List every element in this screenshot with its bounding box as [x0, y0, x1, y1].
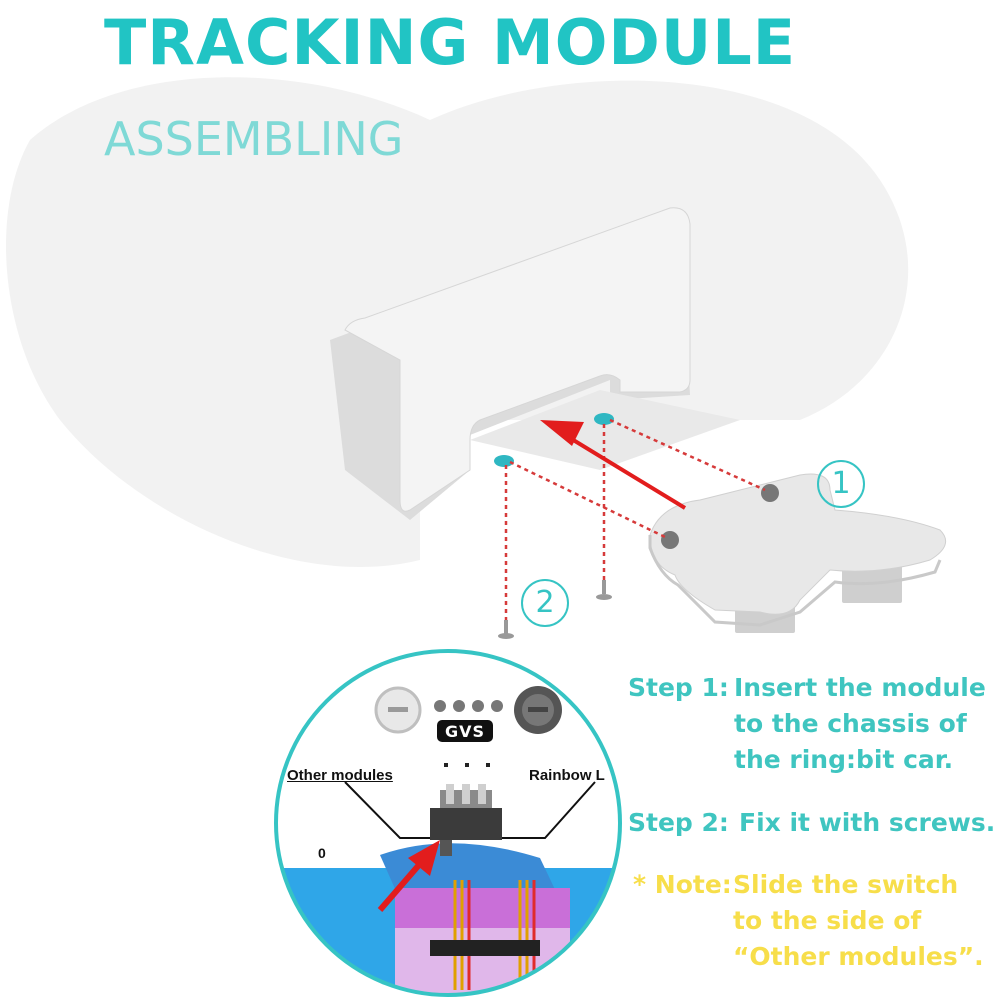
- note-label: * Note:: [633, 870, 732, 899]
- step-1-line-3: the ring:bit car.: [734, 745, 954, 774]
- rainbow-label: Rainbow L: [529, 767, 605, 784]
- pin-letters: GVS: [445, 722, 485, 741]
- step-2-text: Step 2: Fix it with screws.: [628, 805, 998, 845]
- chassis-plate: [330, 207, 740, 520]
- step-2-label: Step 2:: [628, 808, 729, 837]
- step-1-label: Step 1:: [628, 673, 729, 702]
- page-title: TRACKING MODULE: [104, 6, 797, 79]
- step-2-marker: 2: [521, 579, 569, 627]
- screws: [498, 580, 612, 639]
- note-text: * Note: Slide the switch to the side of …: [633, 867, 993, 977]
- alignment-guides: [504, 418, 766, 620]
- tracking-module: [648, 473, 947, 633]
- step-2-line-1: Fix it with screws.: [739, 808, 996, 837]
- other-modules-label: Other modules: [287, 767, 393, 784]
- step-1-text: Step 1: Insert the module to the chassis…: [628, 670, 998, 780]
- zero-label: 0: [318, 845, 326, 861]
- zoom-detail: [274, 649, 622, 997]
- insert-arrow: [540, 420, 687, 510]
- step-1-line-1: Insert the module: [734, 673, 986, 702]
- step-1-line-2: to the chassis of: [734, 709, 967, 738]
- page-subtitle: ASSEMBLING: [104, 112, 404, 166]
- note-line-2: to the side of: [733, 906, 922, 935]
- note-line-1: Slide the switch: [733, 870, 959, 899]
- note-line-3: “Other modules”.: [733, 942, 984, 971]
- step-1-marker: 1: [817, 460, 865, 508]
